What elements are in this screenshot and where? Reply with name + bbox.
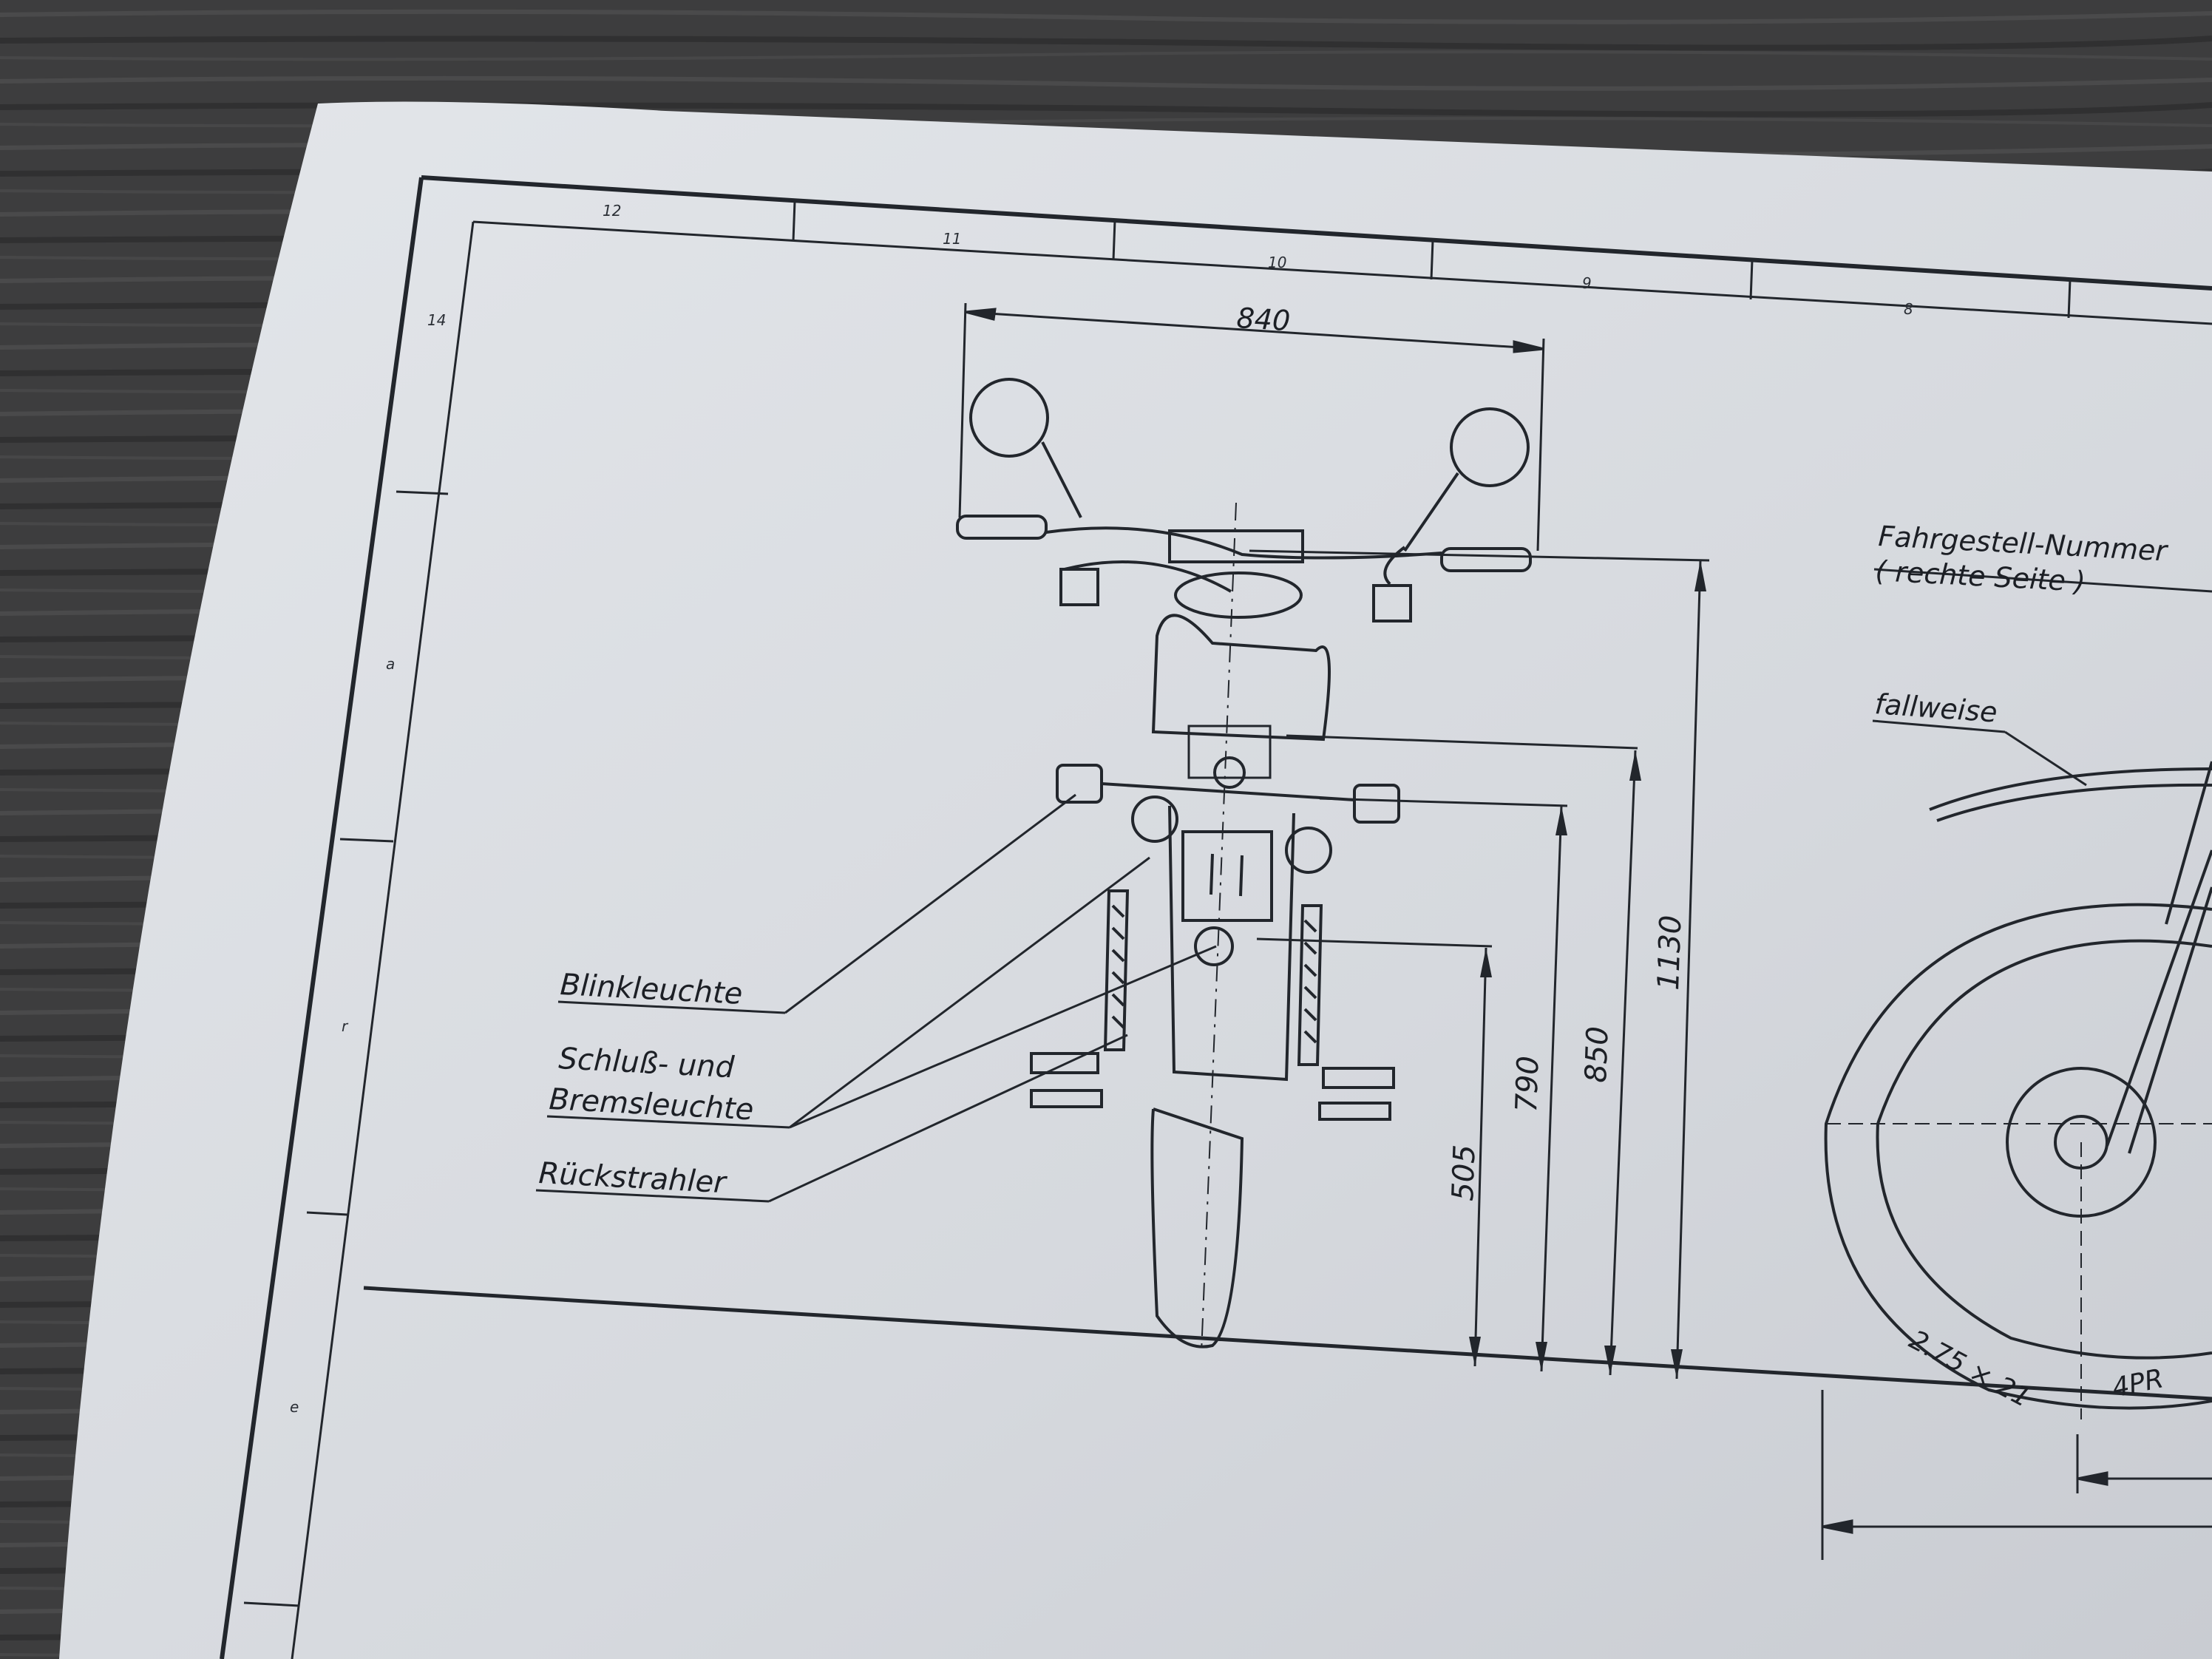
optional-underline <box>1872 719 2006 733</box>
inner-frame <box>291 220 2212 1659</box>
outer-frame <box>220 175 2212 1659</box>
dimension-850: 850 <box>1579 1025 1615 1083</box>
zone-number-9: 9 <box>1582 274 1592 292</box>
wheelbase-dimension <box>1821 1390 2212 1560</box>
dimension-arrows <box>1469 560 1706 1379</box>
height-dimensions <box>1249 549 1710 1380</box>
zone-dividers <box>792 200 2072 319</box>
motorcycle-rear-view <box>956 378 1532 1354</box>
zone-number-12: 12 <box>603 202 621 220</box>
side-mark-e: e <box>290 1398 299 1416</box>
side-view-wheel <box>1824 761 2212 1419</box>
ground-line <box>363 1286 2212 1401</box>
dimension-505: 505 <box>1446 1144 1482 1201</box>
zone-number-10: 10 <box>1268 254 1286 271</box>
dimension-1130: 1130 <box>1652 915 1689 991</box>
dimension-790: 790 <box>1510 1055 1546 1113</box>
zone-number-11: 11 <box>943 230 961 248</box>
width-dimension <box>958 302 1545 552</box>
zone-number-8: 8 <box>1904 300 1913 318</box>
paper-sheet <box>59 101 2212 1659</box>
dimension-840: 840 <box>1235 302 1291 337</box>
side-mark-14: 14 <box>427 311 446 329</box>
leader-lines <box>535 568 2212 1203</box>
side-mark-r: r <box>342 1017 349 1035</box>
side-mark-a: a <box>386 655 395 673</box>
side-dividers <box>243 490 449 1607</box>
